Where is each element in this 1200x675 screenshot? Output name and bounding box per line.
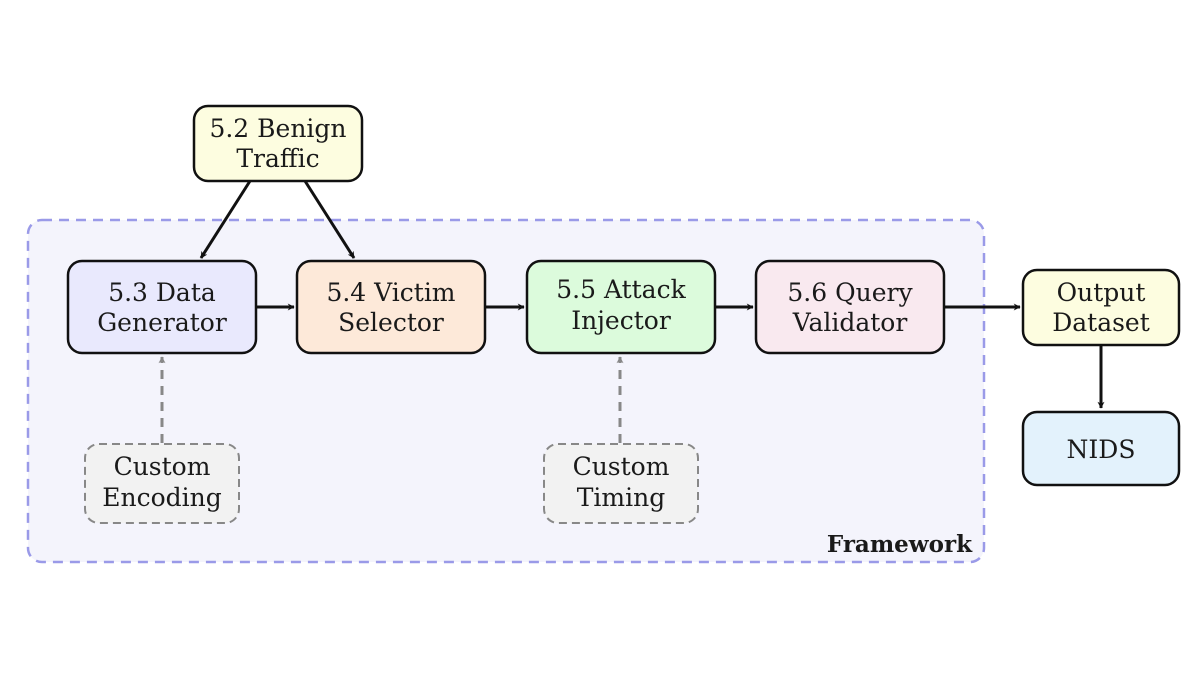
node-label-line-1: 5.4 Victim — [326, 278, 455, 307]
node-label-line-1: 5.2 Benign — [209, 114, 346, 143]
node-query-validator: 5.6 Query Validator — [754, 259, 946, 355]
node-label-line-1: NIDS — [1067, 435, 1136, 464]
node-label-line-1: 5.3 Data — [108, 278, 216, 307]
edge-benign-to-selector — [303, 180, 356, 259]
node-custom-encoding: Custom Encoding — [84, 443, 240, 524]
node-attack-injector: 5.5 Attack Injector — [525, 259, 717, 355]
node-label-line-2: Validator — [792, 308, 908, 337]
node-victim-selector: 5.4 Victim Selector — [295, 259, 487, 355]
node-label-line-1: 5.6 Query — [787, 278, 913, 307]
edges — [158, 180, 1105, 443]
node-label-line-2: Encoding — [102, 483, 222, 512]
node-label-line-2: Selector — [338, 308, 444, 337]
node-label-line-1: 5.5 Attack — [556, 275, 686, 304]
node-label-line-1: Custom — [573, 452, 670, 481]
node-data-generator: 5.3 Data Generator — [66, 259, 258, 355]
node-label-line-2: Injector — [571, 306, 671, 335]
node-label-line-2: Traffic — [236, 144, 319, 173]
edge-benign-to-generator — [199, 180, 252, 259]
node-label-line-2: Timing — [577, 483, 665, 512]
node-custom-timing: Custom Timing — [543, 443, 699, 524]
node-label-line-2: Generator — [97, 308, 227, 337]
node-output-dataset: Output Dataset — [1021, 268, 1181, 347]
node-label-line-1: Output — [1057, 278, 1146, 307]
node-benign-traffic: 5.2 Benign Traffic — [192, 104, 364, 183]
framework-label: Framework — [827, 531, 973, 558]
node-label-line-2: Dataset — [1052, 308, 1150, 337]
node-nids: NIDS — [1021, 410, 1181, 487]
node-label-line-1: Custom — [114, 452, 211, 481]
